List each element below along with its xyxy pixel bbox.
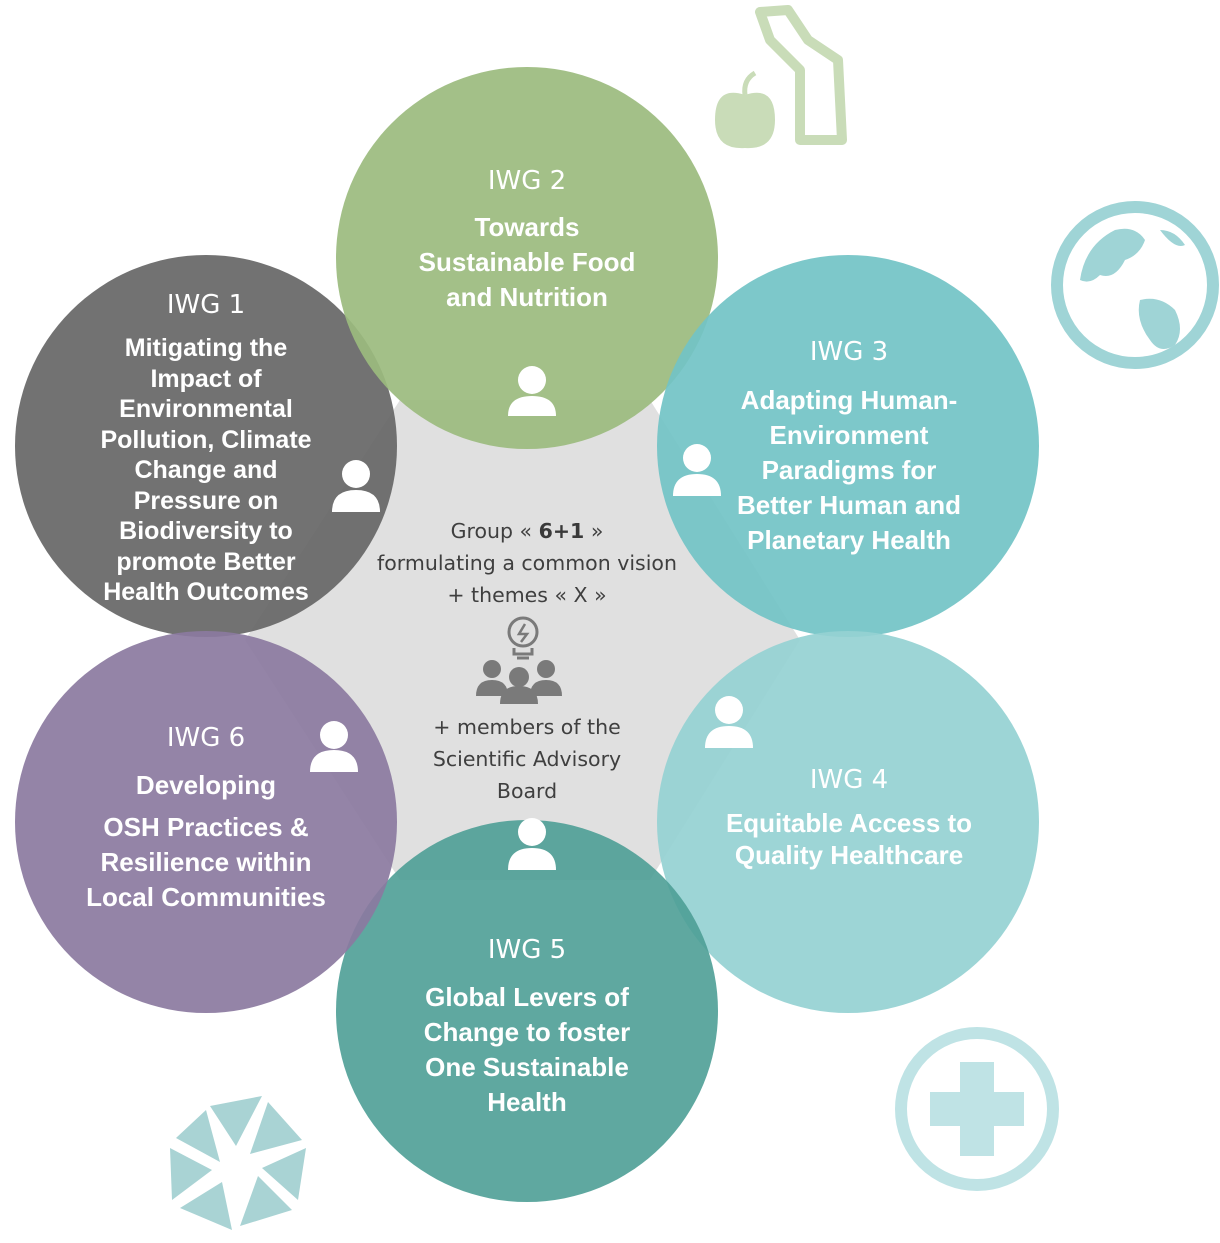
iwg3-title-line: Better Human and <box>737 490 961 520</box>
globe-icon <box>1051 201 1219 369</box>
person-icon <box>508 818 556 870</box>
iwg6-id: IWG 6 <box>166 723 246 753</box>
iwg1-title-line: Change and <box>134 456 278 484</box>
aperture-icon <box>170 1096 306 1230</box>
group-count: 6+1 <box>538 519 585 543</box>
iwg6-title-line: OSH Practices & <box>103 812 309 842</box>
center-line-vision: formulating a common vision <box>377 551 677 575</box>
iwg1-id: IWG 1 <box>166 290 246 320</box>
iwg2-circle <box>336 67 718 449</box>
iwg2-title-line: Sustainable Food <box>418 247 636 277</box>
iwg5-id: IWG 5 <box>487 935 567 965</box>
person-icon <box>705 696 753 748</box>
iwg1-title-line: Mitigating the <box>124 334 288 362</box>
iwg5-title-line: Change to foster <box>423 1017 631 1047</box>
medical-cross-icon <box>895 1027 1059 1191</box>
iwg5-title-line: Global Levers of <box>425 982 629 1012</box>
iwg1-title-line: Health Outcomes <box>103 578 309 606</box>
iwg1-title-line: Pollution, Climate <box>100 425 312 454</box>
iwg3-title-line: Paradigms for <box>761 455 937 485</box>
person-icon <box>508 366 556 416</box>
iwg4-title-line: Quality Healthcare <box>734 840 964 870</box>
iwg1-title-line: Environmental <box>119 395 293 423</box>
person-icon <box>310 721 358 772</box>
center-text-top: Group « 6+1 » formulating a common visio… <box>357 515 697 611</box>
center-line-group: Group « 6+1 » <box>450 519 604 543</box>
center-text-bottom: + members of the Scientific Advisory Boa… <box>377 711 677 807</box>
iwg5-circle <box>336 820 718 1202</box>
iwg3-title-line: Adapting Human- <box>740 385 958 415</box>
iwg1-title-line: Biodiversity to <box>119 517 293 545</box>
iwg4-label: IWG 4 Equitable Access to Quality Health… <box>704 765 994 871</box>
iwg5-title-line: Health <box>487 1087 567 1117</box>
iwg5-label: IWG 5 Global Levers of Change to foster … <box>392 935 662 1120</box>
iwg6-title-line: Resilience within <box>100 847 312 877</box>
iwg3-label: IWG 3 Adapting Human- Environment Paradi… <box>714 337 984 558</box>
person-icon <box>673 444 721 496</box>
iwg1-label: IWG 1 Mitigating the Impact of Environme… <box>70 290 342 608</box>
iwg3-circle <box>657 255 1039 637</box>
iwg4-title-line: Equitable Access to <box>725 808 973 838</box>
iwg1-title-line: Pressure on <box>133 486 279 515</box>
iwg6-label: IWG 6 Developing OSH Practices & Resilie… <box>66 723 346 915</box>
iwg6-circle <box>15 631 397 1013</box>
iwg1-circle <box>15 255 397 637</box>
apple-box-icon <box>715 5 847 149</box>
iwg6-title-line: Local Communities <box>86 882 326 912</box>
iwg1-title-line: promote Better <box>116 547 296 576</box>
iwg2-title-line: and Nutrition <box>446 282 608 312</box>
team-icon <box>476 660 562 704</box>
iwg3-title-line: Environment <box>769 420 929 450</box>
iwg3-title-line: Planetary Health <box>747 525 951 555</box>
iwg4-id: IWG 4 <box>809 765 889 795</box>
center-line-members: + members of the <box>433 715 621 739</box>
iwg5-title-line: One Sustainable <box>425 1052 629 1082</box>
center-line-board-1: Scientific Advisory <box>432 747 622 771</box>
center-line-board-2: Board <box>496 779 558 803</box>
person-icon <box>332 460 380 512</box>
iwg1-title-line: Impact of <box>150 364 262 393</box>
iwg2-id: IWG 2 <box>487 166 567 196</box>
iwg6-title-line: Developing <box>135 770 277 800</box>
iwg4-circle <box>657 631 1039 1013</box>
lightbulb-icon <box>507 616 539 660</box>
center-line-themes: + themes « X » <box>447 583 607 607</box>
iwg2-title-line: Towards <box>474 212 580 242</box>
iwg3-id: IWG 3 <box>809 337 889 367</box>
iwg2-label: IWG 2 Towards Sustainable Food and Nutri… <box>387 166 667 315</box>
